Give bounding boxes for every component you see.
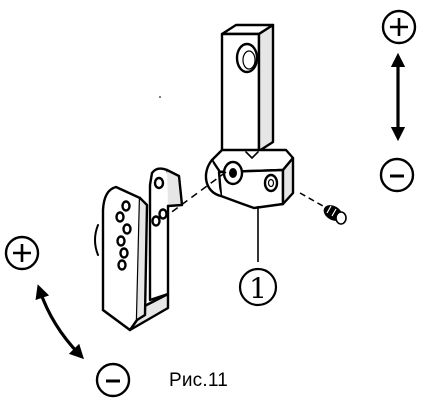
double-arrow-curved-icon bbox=[35, 284, 84, 360]
plus-icon bbox=[381, 9, 417, 45]
part-number-label: 1 bbox=[249, 272, 267, 305]
part-number-callout: 1 bbox=[238, 267, 278, 307]
minus-icon bbox=[95, 362, 131, 398]
plus-icon bbox=[4, 235, 40, 271]
clevis-part bbox=[94, 167, 184, 332]
bracket-part bbox=[204, 23, 295, 210]
minus-icon bbox=[379, 157, 415, 193]
figure-caption: Рис.11 bbox=[169, 370, 228, 391]
vertical-adjustment bbox=[379, 9, 417, 193]
set-screw-icon bbox=[299, 192, 347, 225]
rotational-adjustment bbox=[4, 235, 131, 398]
